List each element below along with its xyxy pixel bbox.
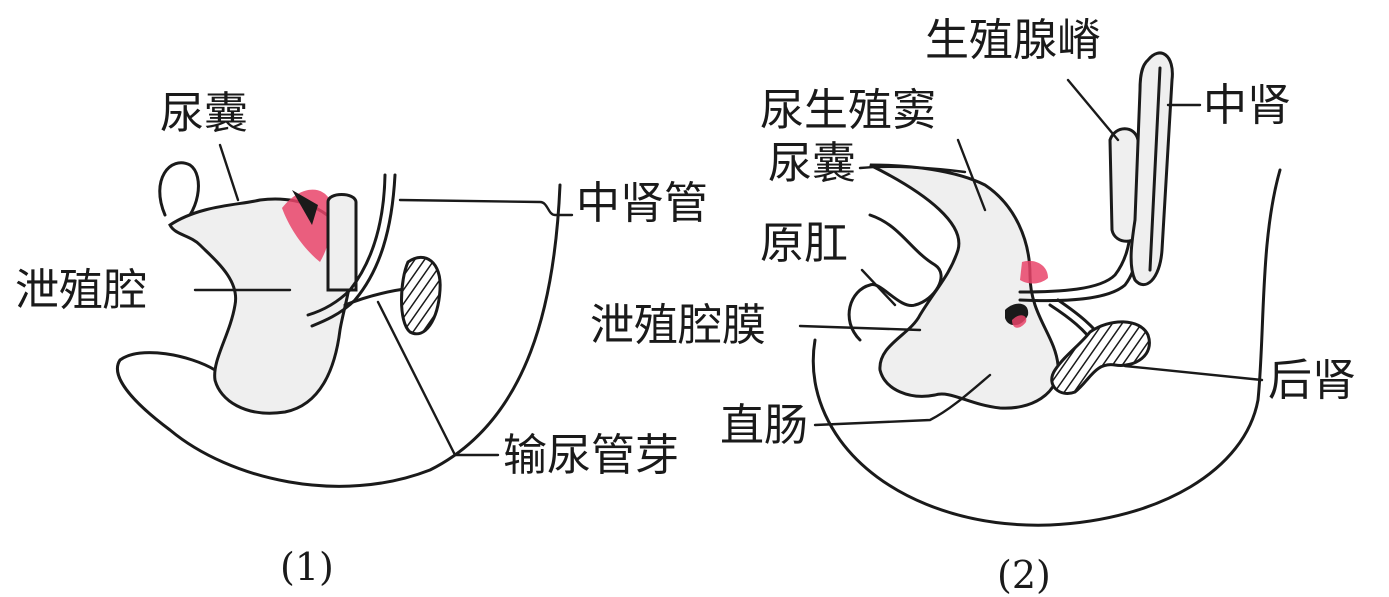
panel2-proctodeum-curve [847,213,943,342]
panel2-label-urogenital-sinus: 尿生殖窦 [760,85,936,136]
panel2-leader-cloacal-membrane [798,324,922,332]
panel2-body-wall [811,168,1282,527]
panel2-septum-highlight-lower [1012,315,1027,328]
panel2-label-metanephros: 后肾 [1268,355,1356,406]
panel2-urorectal-septum [1020,260,1048,284]
panel2-leader-allantois [858,165,967,174]
panel1-mesonephric-duct [310,173,397,328]
panel2-label-cloacal-membrane: 泄殖腔膜 [590,300,766,351]
panel1-body-wall [115,183,562,488]
panel2-leader-proctodeum [860,268,897,307]
panel2-label-allantois: 尿囊 [768,138,856,189]
panel2-leader-metanephros [1123,364,1264,382]
panel1-allantois-loop [158,161,200,232]
panel1-mesonephric-stub [326,193,358,292]
panel1-label-mesonephric-duct: 中肾管 [576,178,708,229]
panel1-label-cloaca: 泄殖腔 [15,265,147,316]
panel1-label-allantois: 尿囊 [160,88,248,139]
panel1-metanephric-mass [400,255,442,336]
panel2-mesonephros [1129,51,1174,287]
panel-2: 生殖腺嵴 尿生殖窦 中肾 尿囊 原肛 泄殖腔膜 后肾 直肠 (2) [590,15,1356,597]
panel2-leader-genital-ridge [1066,78,1120,142]
panel2-caption: (2) [997,553,1051,597]
panel1-septum-wedge [292,190,318,225]
panel2-metanephros [1050,320,1151,395]
panel2-mesonephros-edge [1148,66,1162,272]
panel1-leader-allantois [218,143,240,202]
panel2-label-proctodeum: 原肛 [760,218,848,269]
panel2-label-mesonephros: 中肾 [1203,80,1291,131]
panel1-urorectal-septum [282,189,332,262]
panel2-leader-urogenital-sinus [956,138,987,212]
panel2-mesonephric-duct [1018,228,1132,294]
panel-1: 尿囊 泄殖腔 中肾管 输尿管芽 (1) [15,88,708,589]
panel1-leader-mesonephric [398,198,574,217]
panel2-label-rectum: 直肠 [720,400,808,451]
panel1-caption: (1) [280,545,334,589]
panel2-leader-rectum [813,373,992,427]
panel1-label-ureteric-bud: 输尿管芽 [503,430,679,481]
panel2-urogenital-sinus [869,163,1060,410]
panel1-leader-ureteric [376,300,457,457]
panel2-label-genital-ridge: 生殖腺嵴 [925,15,1101,66]
panel1-mesonephric-duct-inner [306,173,387,317]
